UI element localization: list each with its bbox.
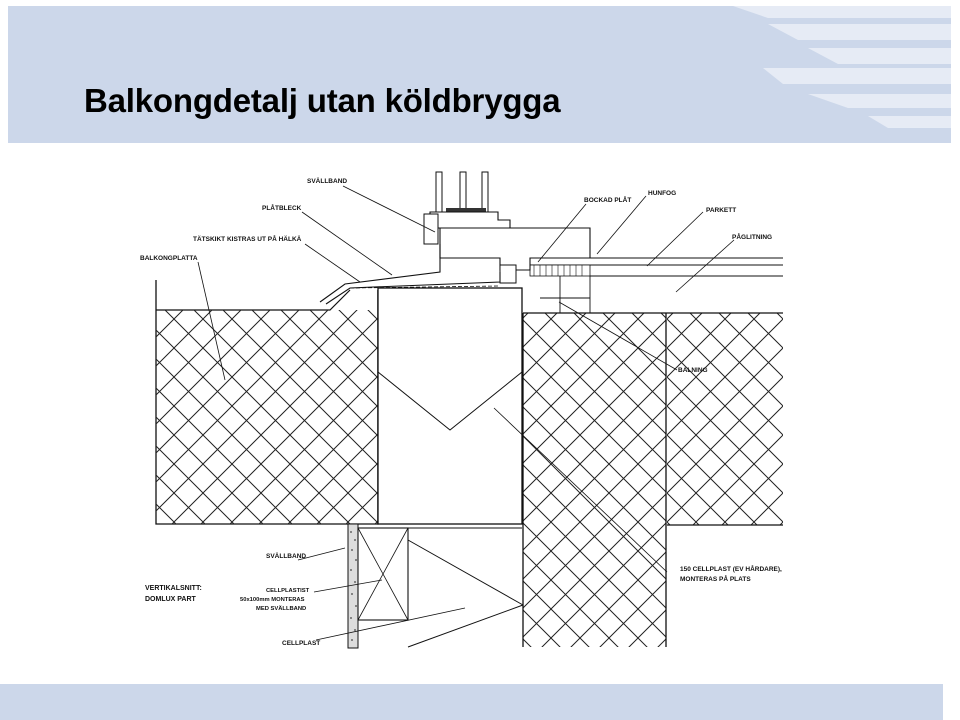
label-svallband-top: SVÄLLBAND — [307, 177, 347, 185]
label-vertikalsnitt-line1: VERTIKALSNITT: — [145, 585, 202, 592]
door-threshold — [423, 171, 591, 284]
label-cellplastist-line1: CELLPLASTIST — [266, 588, 310, 594]
label-bockad-plat: BOCKAD PLÅT — [584, 195, 631, 204]
label-cellplast-150-line2: MONTERAS PÅ PLATS — [680, 574, 751, 583]
label-cellplastist-line2: 50x100mm MONTERAS — [240, 597, 305, 603]
label-svallband-bottom: SVÄLLBAND — [266, 552, 306, 560]
header-banner: Balkongdetalj utan köldbrygga — [8, 6, 951, 143]
label-cellplastist-line3: MED SVÄLLBAND — [256, 605, 306, 612]
label-parkett: PARKETT — [706, 207, 736, 214]
balcony-section-drawing: SVÄLLBAND PLÅTBLECK TÄTSKIKT KISTRAS UT … — [140, 171, 783, 649]
label-hunfog: HUNFOG — [648, 190, 676, 197]
footer-bar — [0, 684, 943, 720]
label-vertikalsnitt-line2: DOMLUX PART — [145, 596, 197, 603]
sheet-metal-flashing — [319, 244, 501, 305]
label-cellplast-bottom: CELLPLAST — [282, 640, 320, 647]
label-paglitning: PÅGLITNING — [732, 232, 772, 241]
thermal-break-block — [377, 287, 523, 525]
label-platbleck: PLÅTBLECK — [262, 203, 302, 212]
lower-wall-section — [347, 523, 524, 649]
label-tatskikt: TÄTSKIKT KISTRAS UT PÅ HÄLKÄ — [193, 234, 302, 243]
leader-lines — [197, 185, 735, 641]
slide-title: Balkongdetalj utan köldbrygga — [84, 82, 561, 119]
label-balning: BALNING — [678, 367, 708, 374]
label-cellplast-150-line1: 150 CELLPLAST (EV HÅRDARE), — [680, 564, 782, 573]
header-decoration — [733, 6, 951, 128]
inner-floor-structure — [523, 257, 783, 526]
wall-insulation — [522, 313, 667, 647]
balcony-slab — [155, 280, 379, 525]
diagram-labels: SVÄLLBAND PLÅTBLECK TÄTSKIKT KISTRAS UT … — [140, 177, 782, 647]
label-balkongplatta: BALKONGPLATTA — [140, 255, 198, 262]
